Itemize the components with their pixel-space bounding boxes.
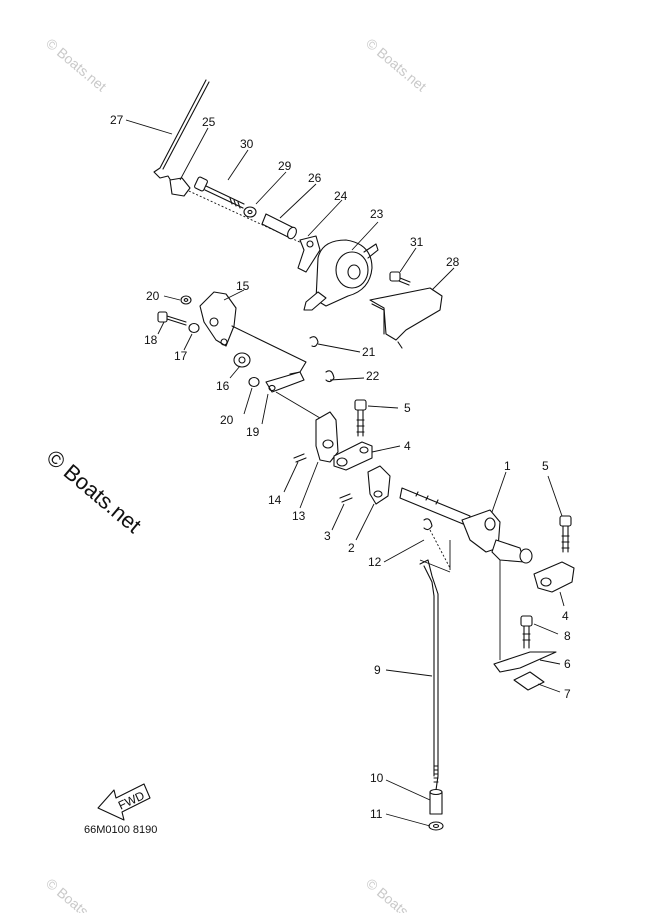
callout-10: 10 bbox=[370, 771, 384, 785]
callout-17: 17 bbox=[174, 349, 188, 363]
callout-8: 8 bbox=[564, 629, 571, 643]
part-29-washer bbox=[243, 206, 257, 218]
callout-20-top: 20 bbox=[146, 289, 160, 303]
callout-29: 29 bbox=[278, 159, 292, 173]
callout-7: 7 bbox=[564, 687, 571, 701]
callout-11: 11 bbox=[370, 807, 383, 821]
watermark-bottom-right: © Boats.net bbox=[363, 875, 430, 913]
callout-30: 30 bbox=[240, 137, 254, 151]
callout-31: 31 bbox=[410, 235, 424, 249]
callout-14: 14 bbox=[268, 493, 282, 507]
part-25-bracket bbox=[169, 177, 191, 197]
part-26-sleeve bbox=[261, 213, 297, 240]
callout-23: 23 bbox=[370, 207, 384, 221]
callout-4-lower: 4 bbox=[562, 609, 569, 623]
callout-24: 24 bbox=[334, 189, 348, 203]
callout-9: 9 bbox=[374, 663, 381, 677]
part-31-bolt bbox=[389, 271, 411, 286]
callout-25: 25 bbox=[202, 115, 216, 129]
callout-27: 27 bbox=[110, 113, 124, 127]
callout-3: 3 bbox=[324, 529, 331, 543]
callout-15: 15 bbox=[236, 279, 250, 293]
callout-26: 26 bbox=[308, 171, 322, 185]
part-30-bolt bbox=[194, 176, 245, 209]
part-23-pulley bbox=[303, 239, 379, 311]
part-19-link bbox=[265, 371, 305, 393]
callout-21: 21 bbox=[362, 345, 376, 359]
leader-lines bbox=[125, 119, 565, 827]
part-2-joint bbox=[367, 465, 391, 505]
callout-22: 22 bbox=[366, 369, 380, 383]
callout-18: 18 bbox=[144, 333, 158, 347]
part-5-bolt-upper bbox=[354, 399, 367, 437]
callout-13: 13 bbox=[292, 509, 306, 523]
callout-19: 19 bbox=[246, 425, 260, 439]
part-11-nut bbox=[428, 821, 444, 831]
watermark-bottom-left: © Boats.net bbox=[43, 875, 110, 913]
part-17-washer bbox=[188, 322, 200, 334]
callout-5-upper: 5 bbox=[404, 401, 411, 415]
part-22-clip bbox=[325, 370, 335, 383]
part-9-rod bbox=[419, 559, 439, 791]
part-20-washer-top bbox=[180, 295, 192, 305]
part-28-bracket bbox=[369, 287, 443, 349]
callout-28: 28 bbox=[446, 255, 460, 269]
part-5-bolt-lower bbox=[559, 515, 572, 553]
part-13-lever bbox=[315, 411, 339, 463]
part-1-shift-shaft bbox=[399, 487, 533, 564]
callout-16: 16 bbox=[216, 379, 230, 393]
callout-5-lower: 5 bbox=[542, 459, 549, 473]
drawing-code: 66M0100 8190 bbox=[84, 824, 157, 836]
watermark-top-right: © Boats.net bbox=[363, 35, 430, 94]
part-16-collar bbox=[233, 352, 251, 368]
fwd-label: FWD bbox=[116, 788, 147, 812]
part-14-pin bbox=[293, 453, 307, 463]
part-7-shim bbox=[513, 671, 545, 691]
callout-2: 2 bbox=[348, 541, 355, 555]
watermark-side: © Boats.net bbox=[42, 445, 146, 538]
watermark-top-left: © Boats.net bbox=[43, 35, 110, 94]
part-24-lever bbox=[297, 235, 321, 273]
part-15-link bbox=[199, 291, 237, 347]
part-4-clamp-upper bbox=[333, 441, 373, 471]
part-12-clip bbox=[423, 518, 433, 531]
part-27-rod bbox=[153, 79, 210, 187]
callout-20-bottom: 20 bbox=[220, 413, 234, 427]
part-21-clip bbox=[309, 336, 319, 348]
part-18-bolt bbox=[157, 311, 187, 326]
part-6-plate bbox=[493, 651, 557, 673]
part-4-clamp-lower bbox=[533, 561, 575, 593]
part-3-pin bbox=[339, 493, 353, 503]
fwd-arrow: FWD bbox=[97, 783, 151, 821]
part-10-sleeve bbox=[429, 788, 443, 815]
callout-1: 1 bbox=[504, 459, 511, 473]
shaft-assembly bbox=[169, 176, 331, 273]
part-20-washer-bottom bbox=[248, 376, 260, 388]
callout-4-upper: 4 bbox=[404, 439, 411, 453]
callout-12: 12 bbox=[368, 555, 382, 569]
part-8-bolt bbox=[520, 615, 533, 649]
callout-labels: 27 25 30 29 26 24 23 31 28 15 20 18 17 1… bbox=[110, 113, 571, 821]
callout-6: 6 bbox=[564, 657, 571, 671]
